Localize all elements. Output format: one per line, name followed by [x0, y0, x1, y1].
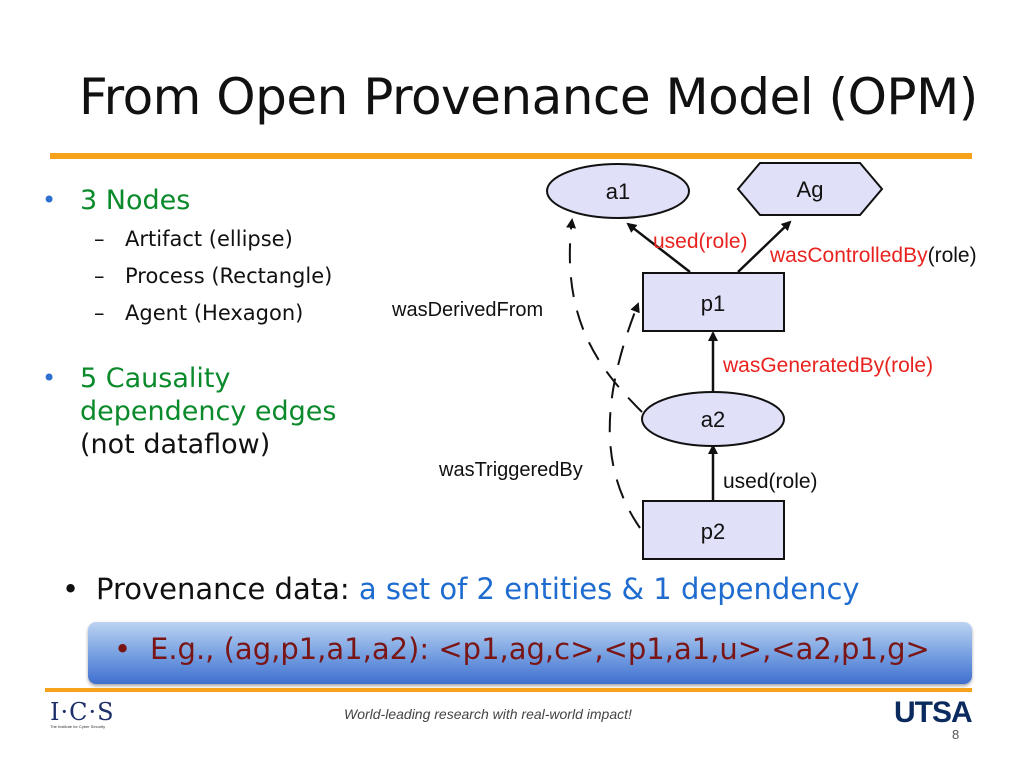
- ics-logo: I·C·S The Institute for Cyber Security: [50, 698, 130, 738]
- label-used-role-1: used(role): [653, 230, 748, 253]
- node-a2-label: a2: [701, 407, 725, 432]
- footer-tagline: World-leading research with real-world i…: [344, 706, 632, 722]
- node-p1-label: p1: [701, 291, 725, 316]
- bullet-list: • 3 Nodes – Artifact (ellipse) – Process…: [40, 184, 400, 461]
- sub-bullet-label: Agent (Hexagon): [125, 301, 304, 325]
- edge-p1-a1: [626, 222, 691, 273]
- bullet-dot-icon: •: [62, 572, 80, 606]
- label-was-controlled-by: wasControlledBy(role): [769, 244, 977, 267]
- edge-p1-ag: [737, 220, 792, 273]
- bullet-dot-icon: •: [114, 632, 132, 666]
- label-was-controlled-by-main: wasControlledBy: [769, 244, 928, 267]
- sub-bullet-label: Artifact (ellipse): [125, 227, 293, 251]
- sub-bullet-agent: – Agent (Hexagon): [40, 295, 400, 332]
- label-was-generated-by: wasGeneratedBy(role): [722, 354, 933, 377]
- ics-logo-tagline: The Institute for Cyber Security: [50, 724, 106, 729]
- node-ag: [736, 162, 884, 216]
- sub-bullet-label: Process (Rectangle): [125, 264, 333, 288]
- bullet-edges-line3: (not dataflow): [80, 429, 271, 460]
- example-text: E.g., (ag,p1,a1,a2): <p1,ag,c>,<p1,a1,u>…: [150, 632, 930, 666]
- sub-bullet-process: – Process (Rectangle): [40, 258, 400, 295]
- provenance-label: Provenance data:: [96, 572, 350, 606]
- node-p2: [642, 500, 785, 560]
- bullet-dot-icon: •: [42, 364, 57, 392]
- node-a1: [546, 163, 690, 219]
- bullet-nodes: • 3 Nodes: [40, 184, 400, 217]
- footer-divider: [45, 688, 972, 692]
- example-bullet: • E.g., (ag,p1,a1,a2): <p1,ag,c>,<p1,a1,u…: [114, 632, 930, 666]
- node-a2: [641, 391, 785, 447]
- label-was-triggered-by: wasTriggeredBy: [438, 459, 583, 481]
- dash-icon: –: [94, 301, 105, 325]
- bullet-edges-line1: 5 Causality: [80, 363, 231, 394]
- bullet-edges-line2: dependency edges: [80, 396, 337, 427]
- opm-diagram: a1 Ag p1 a2 p2 used(role) wasControlledB…: [391, 162, 977, 560]
- node-ag-label: Ag: [797, 177, 824, 202]
- label-used-role-2: used(role): [723, 470, 818, 493]
- dash-icon: –: [94, 264, 105, 288]
- slide-title: From Open Provenance Model (OPM): [79, 68, 978, 126]
- utsa-logo: UTSA: [894, 696, 973, 729]
- node-p1: [642, 272, 785, 332]
- ics-logo-letters: I·C·S: [50, 698, 115, 726]
- dash-icon: –: [94, 227, 105, 251]
- provenance-bullet: • Provenance data: a set of 2 entities & …: [62, 572, 860, 606]
- label-was-controlled-by-role: (role): [928, 244, 977, 267]
- label-was-derived-from: wasDerivedFrom: [391, 299, 543, 321]
- node-p2-label: p2: [701, 519, 725, 544]
- edge-p2-p1-triggered: [608, 302, 641, 529]
- bullet-nodes-label: 3 Nodes: [80, 185, 191, 216]
- edge-a2-a1-derived: [566, 218, 643, 413]
- title-divider: [50, 153, 972, 159]
- page-number: 8: [952, 727, 960, 742]
- node-a1-label: a1: [606, 179, 630, 204]
- bullet-dot-icon: •: [42, 186, 57, 214]
- example-highlight-box: • E.g., (ag,p1,a1,a2): <p1,ag,c>,<p1,a1,u…: [88, 622, 972, 684]
- bullet-edges: • 5 Causality dependency edges (not data…: [40, 362, 400, 461]
- provenance-value: a set of 2 entities & 1 dependency: [358, 572, 860, 606]
- sub-bullet-artifact: – Artifact (ellipse): [40, 221, 400, 258]
